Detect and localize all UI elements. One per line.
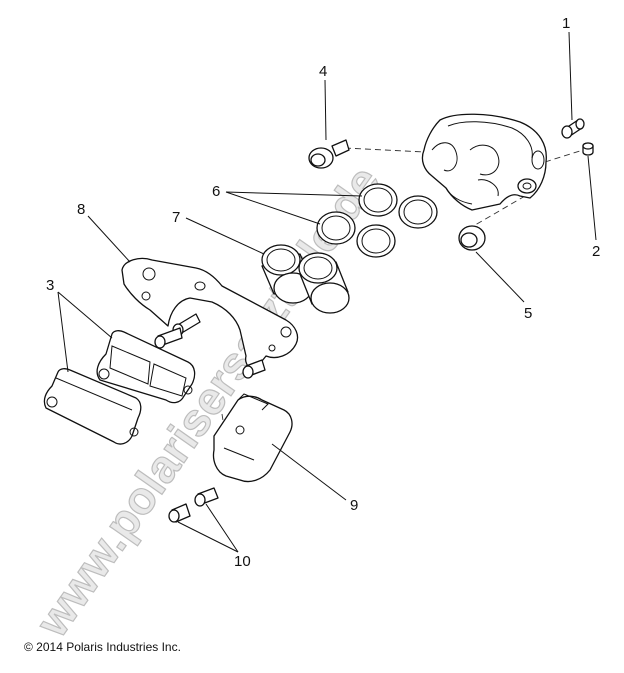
callout-7: 7 — [172, 209, 180, 226]
piston-seals — [316, 183, 438, 258]
brake-pads — [43, 330, 196, 445]
caliper-bolt — [308, 139, 350, 169]
callout-2: 2 — [592, 243, 600, 260]
mounting-bracket — [121, 257, 299, 379]
callout-10: 10 — [234, 553, 251, 570]
callout-3: 3 — [46, 277, 54, 294]
callouts: 1 2 3 4 5 6 7 8 9 10 — [46, 15, 600, 570]
callout-5: 5 — [524, 305, 532, 322]
bleeder-screw — [561, 118, 585, 139]
caliper-mount-plate — [212, 393, 293, 483]
copyright-text: © 2014 Polaris Industries Inc. — [24, 640, 181, 654]
pins — [168, 487, 219, 523]
pistons — [261, 244, 350, 314]
callout-9: 9 — [350, 497, 358, 514]
callout-6: 6 — [212, 183, 220, 200]
callout-4: 4 — [319, 63, 327, 80]
caliper-body — [421, 113, 547, 211]
callout-8: 8 — [77, 201, 85, 218]
callout-1: 1 — [562, 15, 570, 32]
leader-lines — [57, 31, 597, 553]
bleeder-cap — [582, 142, 594, 156]
bushing — [458, 225, 486, 251]
